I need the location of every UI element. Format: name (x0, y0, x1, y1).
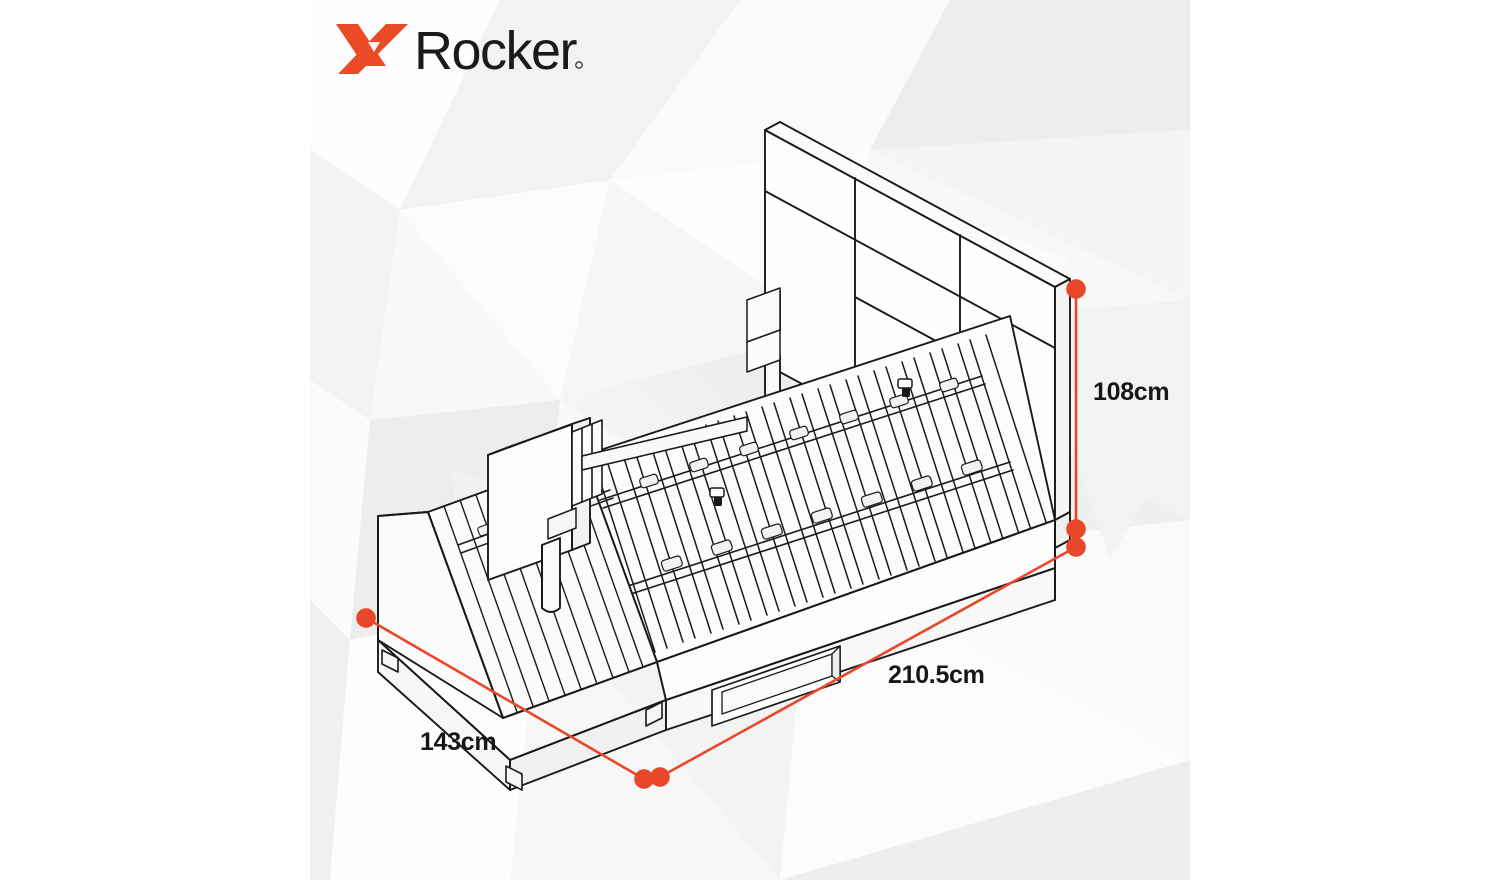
rear-left-rail (581, 416, 748, 471)
right-gutter (1190, 0, 1500, 880)
registered-mark-icon (575, 61, 583, 69)
brand-wordmark: Rocker (414, 21, 579, 80)
brand-logo: Rocker (336, 21, 583, 80)
dimension-endpoint-top (1066, 279, 1086, 299)
content-panel: Rocker (310, 0, 1190, 880)
support-post (541, 537, 561, 613)
dimension-endpoint-left (650, 767, 670, 787)
slat-deck (581, 315, 1056, 663)
post-bracket (547, 507, 577, 540)
dimension-label-length: 210.5cm (888, 661, 985, 689)
dimension-label-height: 108cm (1093, 378, 1170, 406)
dimension-endpoint-bottom (1066, 519, 1086, 539)
dimension-endpoint-outer (356, 608, 376, 628)
corner-foot (381, 649, 663, 791)
dimension-length (650, 537, 1086, 787)
dimension-endpoint-right (1066, 537, 1086, 557)
plinth-base-left (377, 511, 667, 791)
side-rail-cutout (711, 645, 841, 727)
bed-frame-technical-drawing (356, 121, 1086, 791)
dimension-label-width: 143cm (420, 728, 497, 756)
left-gutter (0, 0, 310, 880)
dimension-width (356, 608, 654, 789)
headboard-connector (746, 287, 781, 373)
dimension-endpoint-inner (634, 769, 654, 789)
dimension-line-length (658, 545, 1078, 779)
dimension-line-width (364, 616, 646, 781)
dimension-annotations (356, 279, 1086, 789)
svg-text:Rocker: Rocker (414, 21, 578, 80)
dimension-height (1066, 279, 1086, 539)
x-mark-icon (336, 24, 408, 74)
